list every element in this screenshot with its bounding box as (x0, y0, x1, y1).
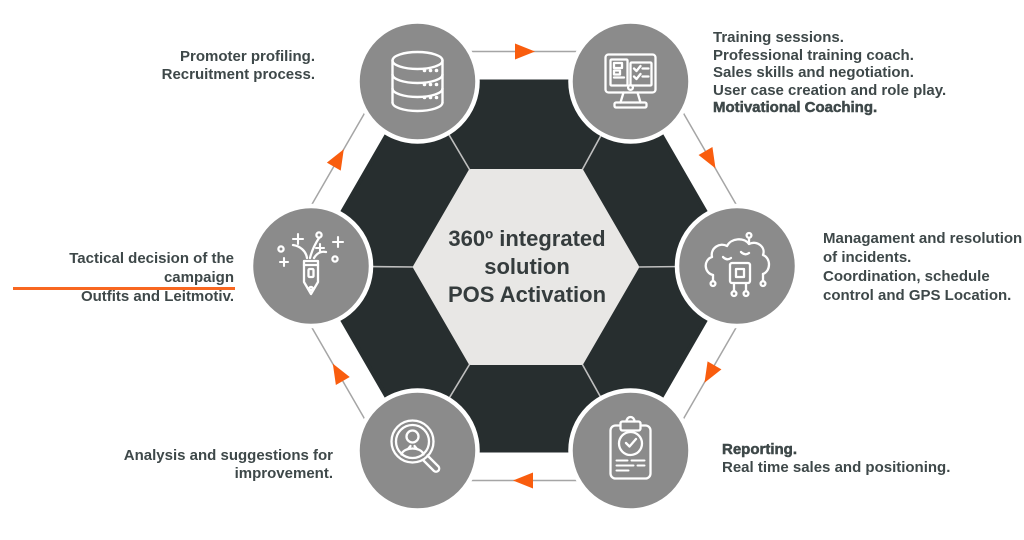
node-circle-incidents (674, 203, 800, 329)
label-line: Coordination, schedule (823, 268, 990, 285)
label-training: Training sessions. Professional training… (713, 29, 1023, 117)
flow-arrow-downleft-icon (704, 361, 722, 383)
label-line: Tactical decision of the campaign (69, 250, 234, 286)
flow-arrow-upright-icon (326, 149, 344, 171)
center-title: 360º integrated solution POS Activation (377, 225, 677, 309)
label-line: Promoter profiling. (180, 48, 315, 65)
center-title-line: 360º integrated (448, 226, 606, 251)
label-line: Managament and resolution (823, 230, 1023, 247)
flow-arrow-right-icon (515, 43, 535, 60)
flow-arrow-upleft-icon (332, 363, 350, 385)
label-line: improvement. (234, 465, 333, 482)
label-line: User case creation and role play. (713, 81, 947, 99)
label-tactical: Tactical decision of the campaign Outfit… (8, 249, 234, 306)
ai-cloud-icon (704, 231, 771, 298)
label-line: control and GPS Location. (823, 287, 1012, 304)
flow-arrow-downright-icon (698, 147, 716, 169)
label-line-emphasis: Motivational Coaching. (713, 99, 878, 116)
candidate-search-icon (390, 419, 441, 473)
label-analysis: Analysis and suggestions for improvement… (103, 447, 333, 483)
center-title-line: POS Activation (447, 282, 607, 307)
creative-pencil-icon (277, 231, 345, 296)
tactical-underline-accent (13, 287, 235, 290)
inner-hexagon (413, 169, 639, 365)
database-icon (391, 50, 444, 113)
label-reporting: Reporting. Real time sales and positioni… (722, 441, 1022, 477)
node-circle-reporting (568, 388, 693, 513)
label-line: of incidents. (823, 249, 912, 266)
label-line: Outfits and Leitmotiv. (80, 288, 234, 305)
node-circle-analysis (355, 388, 480, 513)
label-line: Recruitment process. (161, 66, 315, 83)
label-line: Training sessions. (713, 29, 844, 46)
flow-arrow-left-icon (513, 472, 533, 489)
label-line: Real time sales and positioning. (722, 459, 951, 476)
label-line: Sales skills and negotiation. (713, 64, 914, 81)
report-clipboard-icon (609, 415, 652, 480)
training-monitor-icon (604, 53, 657, 109)
label-line: Professional training coach. (713, 46, 914, 64)
node-circle-promoter (355, 19, 480, 144)
label-incidents: Managament and resolution of incidents. … (823, 229, 1024, 305)
flow-arrows (326, 43, 722, 489)
label-line-emphasis: Reporting. (722, 441, 798, 459)
label-promoter: Promoter profiling. Recruitment process. (115, 48, 315, 84)
label-line: Analysis and suggestions for (123, 447, 333, 464)
center-title-line: solution (484, 254, 570, 279)
